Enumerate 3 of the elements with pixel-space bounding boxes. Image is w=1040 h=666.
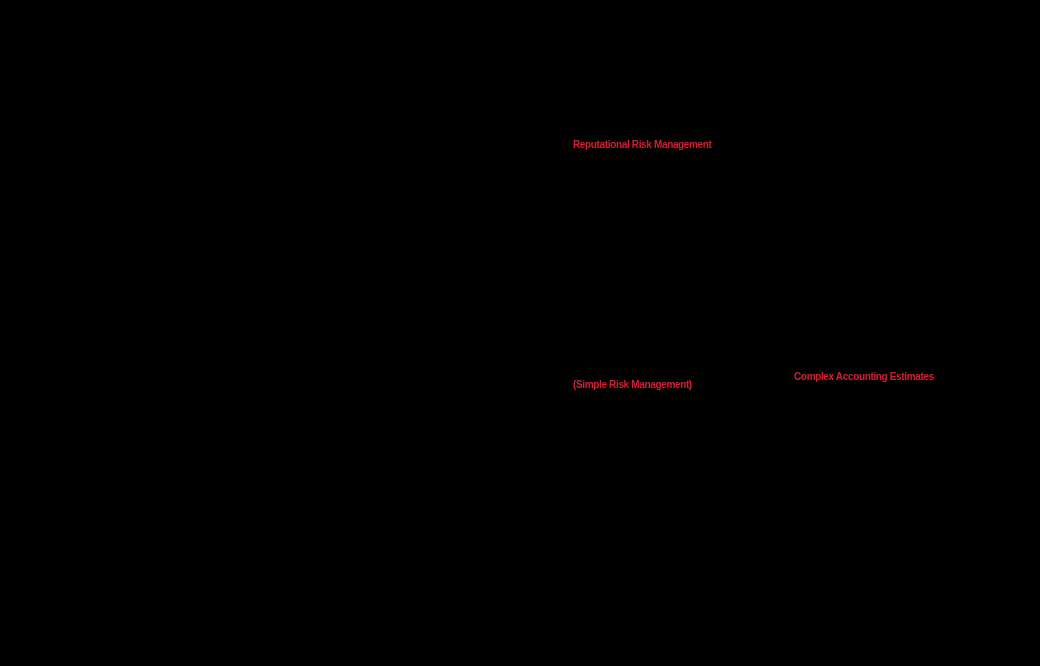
note-label: Complex Accounting Estimates	[794, 370, 934, 383]
note-label: (Simple Risk Management)	[573, 378, 692, 391]
note-label: Reputational Risk Management	[573, 138, 712, 151]
